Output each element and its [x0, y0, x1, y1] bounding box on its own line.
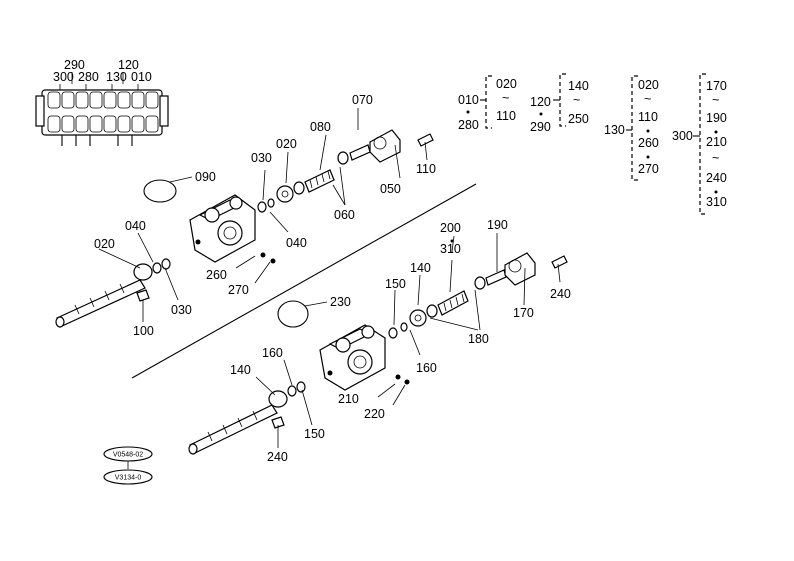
- group-300-item-2: ~: [712, 93, 719, 107]
- overview-label-010: 010: [131, 70, 152, 84]
- callout-210: 210: [338, 392, 359, 406]
- seat-070: [337, 151, 349, 165]
- callout-310: 310: [440, 242, 461, 256]
- group-130-item-2: ~: [644, 92, 651, 106]
- overview-label-290: 290: [64, 58, 85, 72]
- group-130-code: 130: [604, 123, 625, 137]
- badge-v3134-text: V3134-0: [115, 475, 142, 482]
- group-120-code: 120: [530, 95, 551, 109]
- group-300-item-3: 190: [706, 111, 727, 125]
- callout-230: 230: [330, 295, 351, 309]
- callout-140-lower-right: 140: [410, 261, 431, 275]
- group-120-alt: 290: [530, 120, 551, 134]
- group-300-code: 300: [672, 129, 693, 143]
- overview-label-120: 120: [118, 58, 139, 72]
- o-ring-230: [277, 300, 309, 328]
- callout-170: 170: [513, 306, 534, 320]
- bolt-240-upper-right: [551, 255, 568, 269]
- group-130-item-1: 020: [638, 78, 659, 92]
- callout-140-lower-left: 140: [230, 363, 251, 377]
- cap-020-upper-right: [276, 185, 294, 203]
- washer-150-lower-right: [388, 327, 398, 339]
- cover-170: [504, 252, 536, 286]
- group-010-tilde: ~: [502, 91, 509, 105]
- group-300-item-4: 210: [706, 135, 727, 149]
- group-130-item-5: 270: [638, 162, 659, 176]
- bolt-240-lower: [271, 416, 285, 429]
- group-010-alt: 280: [458, 118, 479, 132]
- cap-140-lower-right: [409, 309, 427, 327]
- o-ring-090: [143, 179, 177, 203]
- spring-200: [437, 290, 469, 316]
- badge-v3134: [103, 469, 153, 485]
- group-300-item-1: 170: [706, 79, 727, 93]
- washer-030-upper: [257, 201, 267, 213]
- group-120-range-start: 140: [568, 79, 589, 93]
- callout-240-lower-left: 240: [267, 450, 288, 464]
- cap-020-upper: [133, 263, 153, 281]
- callout-080: 080: [310, 120, 331, 134]
- overview-label-130: 130: [106, 70, 127, 84]
- cap-140-lower: [268, 390, 288, 408]
- callout-260: 260: [206, 268, 227, 282]
- group-legend: 010 280 020 ~ 110 120 290 140 ~ 250 130 …: [458, 73, 727, 215]
- valve-stack-overview: 290 120 300 280 130 010: [35, 58, 169, 146]
- bolt-110: [417, 133, 434, 147]
- group-010-code: 010: [458, 93, 479, 107]
- badge-v0548-text: V0548-02: [113, 452, 143, 459]
- callout-050: 050: [380, 182, 401, 196]
- spring-080: [304, 169, 335, 193]
- callout-200: 200: [440, 221, 461, 235]
- group-120-range-end: 250: [568, 112, 589, 126]
- callout-030-upper-right: 030: [251, 151, 272, 165]
- callout-270: 270: [228, 283, 249, 297]
- callout-040-upper-left: 040: [125, 219, 146, 233]
- group-300-item-6: 240: [706, 171, 727, 185]
- group-130-item-4: 260: [638, 136, 659, 150]
- group-130-item-3: 110: [638, 110, 658, 124]
- callout-160-lower-left: 160: [262, 346, 283, 360]
- group-010-range-end: 110: [496, 109, 516, 123]
- spool-upper: [55, 279, 146, 328]
- callout-220: 220: [364, 407, 385, 421]
- cover-050: [369, 129, 401, 163]
- group-120-tilde: ~: [573, 93, 580, 107]
- callout-100: 100: [133, 324, 154, 338]
- callout-060: 060: [334, 208, 355, 222]
- spool-lower: [188, 404, 278, 455]
- bolt-100: [136, 289, 150, 302]
- callout-240-lower-right: 240: [550, 287, 571, 301]
- callout-090: 090: [195, 170, 216, 184]
- callout-110: 110: [416, 162, 436, 176]
- callout-180: 180: [468, 332, 489, 346]
- callout-070: 070: [352, 93, 373, 107]
- lower-valve-assembly: 230: [188, 218, 571, 464]
- callout-150-lower-right: 150: [385, 277, 406, 291]
- group-300-item-5: ~: [712, 151, 719, 165]
- callout-020-upper-left: 020: [94, 237, 115, 251]
- callout-150-lower-left: 150: [304, 427, 325, 441]
- overview-label-280: 280: [78, 70, 99, 84]
- valve-body-lower: [319, 324, 386, 391]
- group-010-range-start: 020: [496, 77, 517, 91]
- callout-040-upper-right: 040: [286, 236, 307, 250]
- washer-040-upper: [152, 262, 162, 274]
- callout-160-lower-right: 160: [416, 361, 437, 375]
- washer-160-lower: [287, 385, 297, 397]
- reference-badges: V0548-02 V3134-0: [103, 446, 153, 485]
- overview-label-300: 300: [53, 70, 74, 84]
- callout-030-upper-left: 030: [171, 303, 192, 317]
- upper-valve-assembly: 090: [55, 93, 436, 338]
- valve-body-upper: [189, 194, 256, 263]
- callout-190: 190: [487, 218, 508, 232]
- group-300-item-7: 310: [706, 195, 727, 209]
- section-divider: [131, 183, 477, 379]
- callout-020-upper-right: 020: [276, 137, 297, 151]
